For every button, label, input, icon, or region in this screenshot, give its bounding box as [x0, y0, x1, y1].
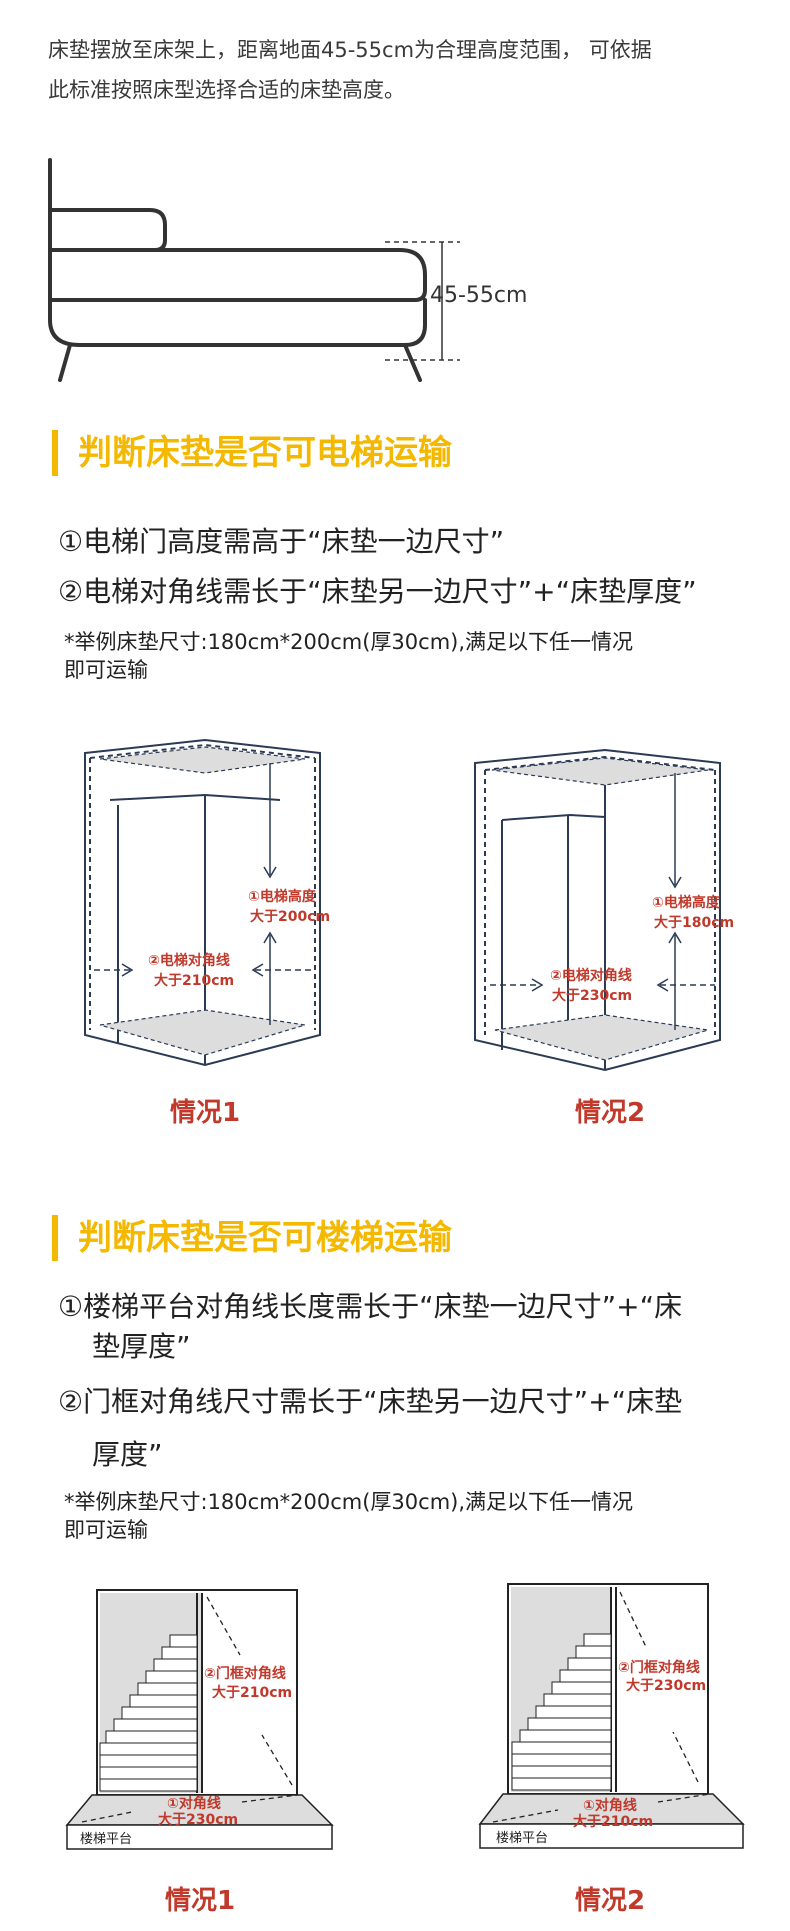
- intro-line-2: 此标准按照床型选择合适的床垫高度。: [48, 78, 405, 102]
- elevator-case-2-height-label-2: 大于180cm: [654, 914, 734, 931]
- elevator-case-1-diagram: ①电梯高度 大于200cm ②电梯对角线 大于210cm: [84, 738, 330, 1067]
- stairs-note-line-1: *举例床垫尺寸:180cm*200cm(厚30cm),满足以下任一情况: [64, 1490, 634, 1514]
- elevator-rule-2: ②电梯对角线需长于“床垫另一边尺寸”+“床垫厚度”: [58, 575, 697, 608]
- elevator-case-1-diag-label-2: 大于210cm: [154, 972, 234, 989]
- elevator-case-1-height-label-2: 大于200cm: [250, 908, 330, 925]
- stairs-rule-1-a: ①楼梯平台对角线长度需长于“床垫一边尺寸”+“床: [58, 1290, 683, 1323]
- stairs-rule-1-b: 垫厚度”: [92, 1330, 191, 1363]
- elevator-case-2-height-label-1: ①电梯高度: [652, 894, 721, 911]
- bed-illustration: [48, 158, 460, 382]
- elevator-case-1-caption: 情况1: [169, 1098, 241, 1128]
- stairs-case-2-platform-label-1: ①对角线: [583, 1797, 637, 1814]
- stairs-case-2-door-label-2: 大于230cm: [626, 1677, 706, 1694]
- stairs-case-2-caption: 情况2: [574, 1886, 646, 1916]
- stairs-case-1-platform-name: 楼梯平台: [80, 1832, 132, 1847]
- elevator-case-2-diagram: ①电梯高度 大于180cm ②电梯对角线 大于230cm: [474, 748, 734, 1072]
- stairs-rule-2-a: ②门框对角线尺寸需长于“床垫另一边尺寸”+“床垫: [58, 1385, 683, 1418]
- stairs-case-2-diagram: ②门框对角线 大于230cm ①对角线 大于210cm 楼梯平台: [478, 1583, 745, 1849]
- stairs-case-2-door-label-1: ②门框对角线: [618, 1659, 700, 1676]
- elevator-note-line-2: 即可运输: [64, 658, 148, 682]
- elevator-note: *举例床垫尺寸:180cm*200cm(厚30cm),满足以下任一情况 即可运输: [64, 628, 744, 684]
- stairs-case-1-caption: 情况1: [164, 1886, 236, 1916]
- stairs-case-1-diagram: ②门框对角线 大于210cm ①对角线 大于230cm 楼梯平台: [65, 1589, 334, 1850]
- stairs-note-line-2: 即可运输: [64, 1518, 148, 1542]
- elevator-rule-1: ①电梯门高度需高于“床垫一边尺寸”: [58, 525, 505, 558]
- stairs-case-1-platform-label-2: 大于230cm: [158, 1811, 238, 1828]
- bed-height-label: 45-55cm: [430, 283, 528, 308]
- elevator-case-2-diag-label-1: ②电梯对角线: [550, 967, 632, 984]
- elevator-case-2-diag-label-2: 大于230cm: [552, 987, 632, 1004]
- intro-text: 床垫摆放至床架上，距离地面45-55cm为合理高度范围， 可依据 此标准按照床型…: [48, 30, 748, 110]
- intro-line-1: 床垫摆放至床架上，距离地面45-55cm为合理高度范围， 可依据: [48, 38, 652, 62]
- stairs-case-2-platform-label-2: 大于210cm: [573, 1813, 653, 1830]
- stairs-case-1-platform-label-1: ①对角线: [167, 1795, 221, 1812]
- elevator-case-1-diag-label-1: ②电梯对角线: [148, 952, 230, 969]
- elevator-case-2-caption: 情况2: [574, 1098, 646, 1128]
- stairs-note: *举例床垫尺寸:180cm*200cm(厚30cm),满足以下任一情况 即可运输: [64, 1488, 744, 1544]
- stairs-section-title: 判断床垫是否可楼梯运输: [52, 1215, 452, 1261]
- elevator-case-1-height-label-1: ①电梯高度: [248, 888, 317, 905]
- elevator-note-line-1: *举例床垫尺寸:180cm*200cm(厚30cm),满足以下任一情况: [64, 630, 634, 654]
- stairs-case-1-door-label-2: 大于210cm: [212, 1684, 292, 1701]
- elevator-section-title: 判断床垫是否可电梯运输: [52, 430, 452, 476]
- stairs-case-1-door-label-1: ②门框对角线: [204, 1665, 286, 1682]
- stairs-case-2-platform-name: 楼梯平台: [496, 1831, 548, 1846]
- stairs-rule-2-b: 厚度”: [92, 1438, 163, 1471]
